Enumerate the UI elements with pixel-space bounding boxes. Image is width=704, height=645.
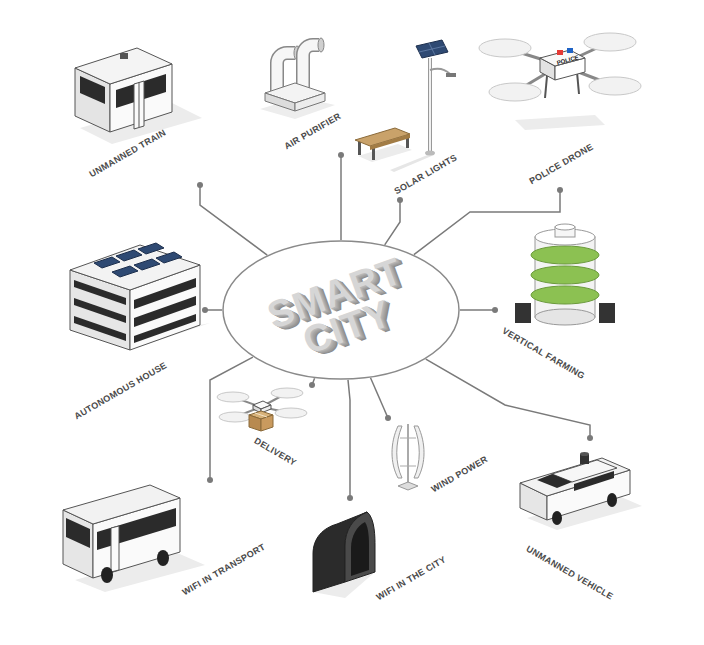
car-illustration <box>520 452 642 530</box>
connector-dot <box>385 415 391 421</box>
tunnel-illustration <box>313 512 375 598</box>
feature-node: VERTICAL FARMING <box>495 225 630 398</box>
feature-node: WIND POWER <box>380 418 500 495</box>
connector-line <box>414 190 560 255</box>
connector-line <box>340 155 342 240</box>
bus-illustration <box>63 485 205 592</box>
feature-label: WIFI IN TRANSPORT <box>180 541 267 598</box>
feature-label: VERTICAL FARMING <box>500 325 587 382</box>
wind-turbine-illustration <box>392 424 424 490</box>
police-drone-illustration <box>479 33 641 130</box>
connector-line <box>210 357 253 480</box>
connector-dot <box>492 307 498 313</box>
feature-node: DELIVERY <box>215 385 320 477</box>
connector-line <box>460 309 495 311</box>
connector-line <box>200 185 267 255</box>
feature-label: DELIVERY <box>252 435 299 469</box>
connector-line <box>348 380 350 498</box>
connector-line <box>385 200 400 245</box>
connector-dot <box>309 382 315 388</box>
vertical-farm-illustration <box>515 224 615 325</box>
feature-node: AUTONOMOUS HOUSE <box>60 225 205 425</box>
feature-label: WIND POWER <box>429 453 490 495</box>
connector-dot <box>557 187 563 193</box>
feature-node: WIFI IN TRANSPORT <box>55 480 300 600</box>
solar-light-illustration <box>355 40 456 172</box>
connector-dot <box>347 495 353 501</box>
connector-line <box>371 378 389 418</box>
ellipse-shape <box>223 241 459 379</box>
connector-dot <box>587 435 593 441</box>
train-illustration <box>75 48 202 144</box>
connector-dot <box>338 152 344 158</box>
air-purifier-illustration <box>260 38 335 119</box>
feature-node: UNMANNED TRAIN <box>60 40 210 185</box>
hub-ellipse: SMART CITY <box>222 240 460 380</box>
feature-label: SOLAR LIGHTS <box>392 151 459 197</box>
feature-label: AUTONOMOUS HOUSE <box>72 359 169 422</box>
feature-label: WIFI IN THE CITY <box>374 553 448 603</box>
feature-node: UNMANNED VEHICLE <box>512 438 662 613</box>
connector-dot <box>197 182 203 188</box>
connector-dot <box>207 477 213 483</box>
feature-node: SOLAR LIGHTS <box>350 40 495 200</box>
feature-label: UNMANNED VEHICLE <box>524 543 616 603</box>
delivery-drone-illustration <box>217 388 307 431</box>
connector-dot <box>202 307 208 313</box>
feature-node: AIR PURIFIER <box>255 35 370 155</box>
feature-label: AIR PURIFIER <box>282 110 343 152</box>
feature-node: POLICE DRONE <box>475 20 645 190</box>
feature-label: UNMANNED TRAIN <box>87 126 168 180</box>
feature-node: WIFI IN THE CITY <box>305 498 475 605</box>
feature-label: POLICE DRONE <box>527 141 595 187</box>
house-illustration <box>70 243 210 350</box>
connector-dot <box>397 197 403 203</box>
